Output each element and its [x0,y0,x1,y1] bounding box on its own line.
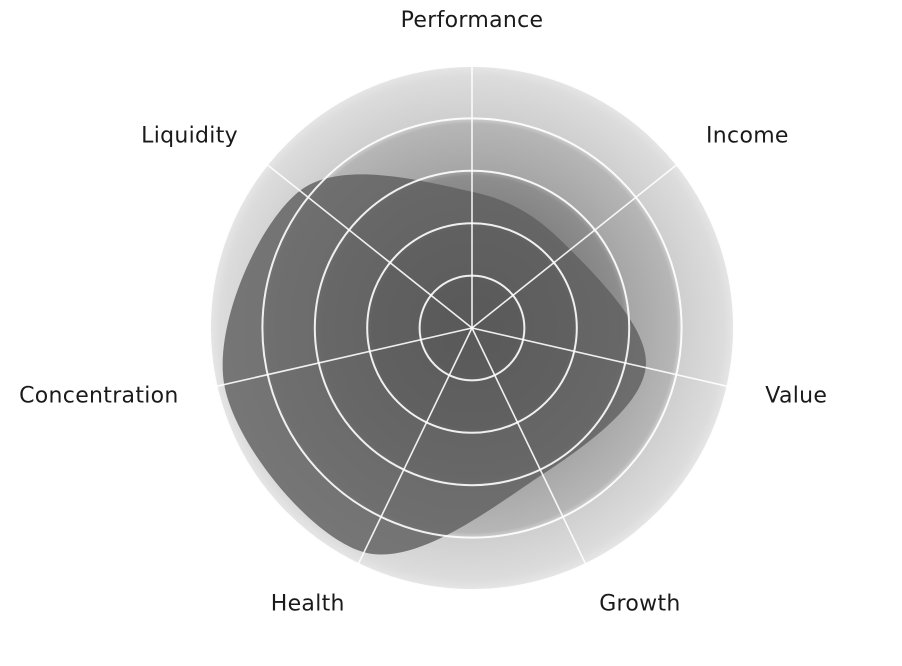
axis-label-income: Income [706,124,789,149]
axis-label-value: Value [765,383,827,408]
radar-spoke-income [471,164,678,329]
axis-label-growth: Growth [599,592,680,617]
radar-spoke-concentration [216,327,473,388]
radar-spoke-liquidity [266,164,473,329]
axis-label-health: Health [271,592,345,617]
radar-spoke-growth [471,327,587,565]
axis-label-concentration: Concentration [19,383,179,408]
radar-grid [209,65,735,591]
axis-label-performance: Performance [401,8,544,33]
radar-spoke-health [357,327,473,565]
axis-label-liquidity: Liquidity [141,124,238,149]
radar-spoke-value [471,327,728,388]
